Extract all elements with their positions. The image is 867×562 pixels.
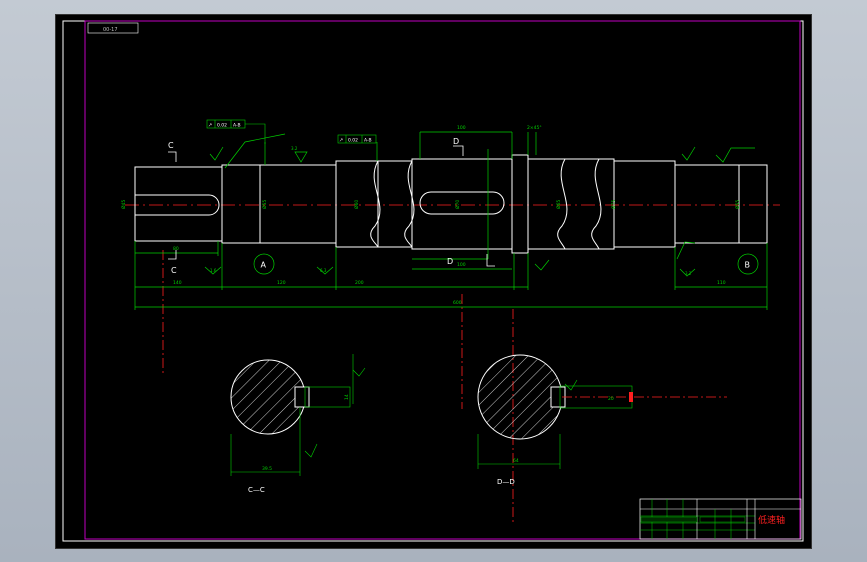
segment-gear: [411, 158, 513, 250]
section-cc: 39.5 14 C—C: [230, 354, 366, 494]
section-markers: C C D D: [168, 137, 495, 275]
svg-text:↗: ↗: [339, 138, 343, 144]
segment-shoulder: [511, 154, 529, 254]
svg-text:A-B: A-B: [364, 138, 372, 144]
svg-text:64: 64: [513, 458, 519, 464]
break-mark-4: [591, 158, 602, 250]
svg-text:↗: ↗: [208, 123, 212, 129]
datum-a: A: [253, 253, 275, 275]
segment-mid1: [335, 160, 379, 248]
tolerance-frame-1: ↗ 0.02 A-B: [206, 119, 266, 144]
segment-right: [674, 164, 768, 244]
length-labels: 600 140 120 200 110 80 100 100 2×45°: [173, 125, 726, 306]
svg-text:Ø55: Ø55: [261, 200, 268, 209]
title-block: 低速轴: [639, 498, 802, 540]
svg-text:120: 120: [277, 280, 286, 286]
datum-b: B: [737, 253, 759, 275]
title-cell: 低速轴: [758, 514, 785, 526]
svg-text:3.2: 3.2: [685, 271, 692, 276]
section-cc-title: C—C: [248, 486, 265, 494]
label-d-bottom: D: [447, 257, 453, 266]
svg-text:20: 20: [608, 396, 614, 402]
svg-text:110: 110: [717, 280, 726, 286]
segment-left: [134, 166, 223, 242]
shaft-drawing: 00-17: [62, 20, 804, 542]
svg-text:140: 140: [173, 280, 182, 286]
segment-mid3: [613, 160, 676, 248]
svg-text:6.3: 6.3: [320, 268, 327, 273]
svg-text:Ø75: Ø75: [610, 200, 617, 209]
svg-text:Ø45: Ø45: [120, 200, 127, 209]
shaft-outline: [134, 154, 768, 254]
svg-text:3.2: 3.2: [291, 146, 298, 151]
label-c-bottom: C: [171, 266, 177, 275]
break-mark-1: [370, 160, 381, 248]
inner-frame: [84, 20, 801, 540]
svg-text:200: 200: [355, 280, 364, 286]
roughness-labels: 3.2 1.6 6.3 3.2: [210, 146, 692, 276]
corner-box: [87, 22, 139, 34]
svg-text:Ø55: Ø55: [734, 200, 741, 209]
label-c-top: C: [168, 141, 174, 150]
svg-text:14: 14: [344, 394, 350, 400]
break-mark-3: [557, 158, 568, 250]
svg-text:A-B: A-B: [233, 123, 241, 129]
segment-mid2: [527, 158, 615, 250]
svg-text:Ø70: Ø70: [454, 200, 461, 209]
svg-text:0.02: 0.02: [217, 123, 227, 129]
section-dd: 64 20 D—D: [477, 354, 727, 486]
svg-text:A: A: [261, 261, 267, 270]
tolerance-frame-2: ↗ 0.02 A-B: [337, 134, 377, 144]
svg-text:80: 80: [173, 246, 179, 252]
svg-text:0.02: 0.02: [348, 138, 358, 144]
svg-text:39.5: 39.5: [262, 466, 272, 472]
svg-text:100: 100: [457, 262, 466, 268]
roughness-symbols: [204, 133, 755, 277]
svg-text:100: 100: [457, 125, 466, 131]
svg-text:Ø60: Ø60: [353, 200, 360, 209]
keyway-gear: [419, 191, 505, 215]
segment-mid1b: [378, 160, 413, 248]
diameter-labels: Ø45 Ø55 Ø60 Ø70 Ø65 Ø75 Ø55: [120, 200, 741, 209]
svg-text:600: 600: [453, 300, 462, 306]
label-d-top: D: [453, 137, 459, 146]
svg-text:Ø65: Ø65: [555, 200, 562, 209]
dimensions: [134, 131, 768, 310]
keyway-left: [135, 194, 220, 216]
corner-code: 00-17: [103, 27, 118, 33]
svg-text:2×45°: 2×45°: [527, 125, 542, 131]
break-mark-2: [404, 160, 415, 248]
segment-a: [221, 164, 337, 244]
svg-text:1.6: 1.6: [210, 268, 217, 273]
drawing-canvas[interactable]: 00-17: [55, 14, 812, 549]
section-dd-title: D—D: [497, 478, 515, 486]
svg-text:B: B: [745, 261, 751, 270]
